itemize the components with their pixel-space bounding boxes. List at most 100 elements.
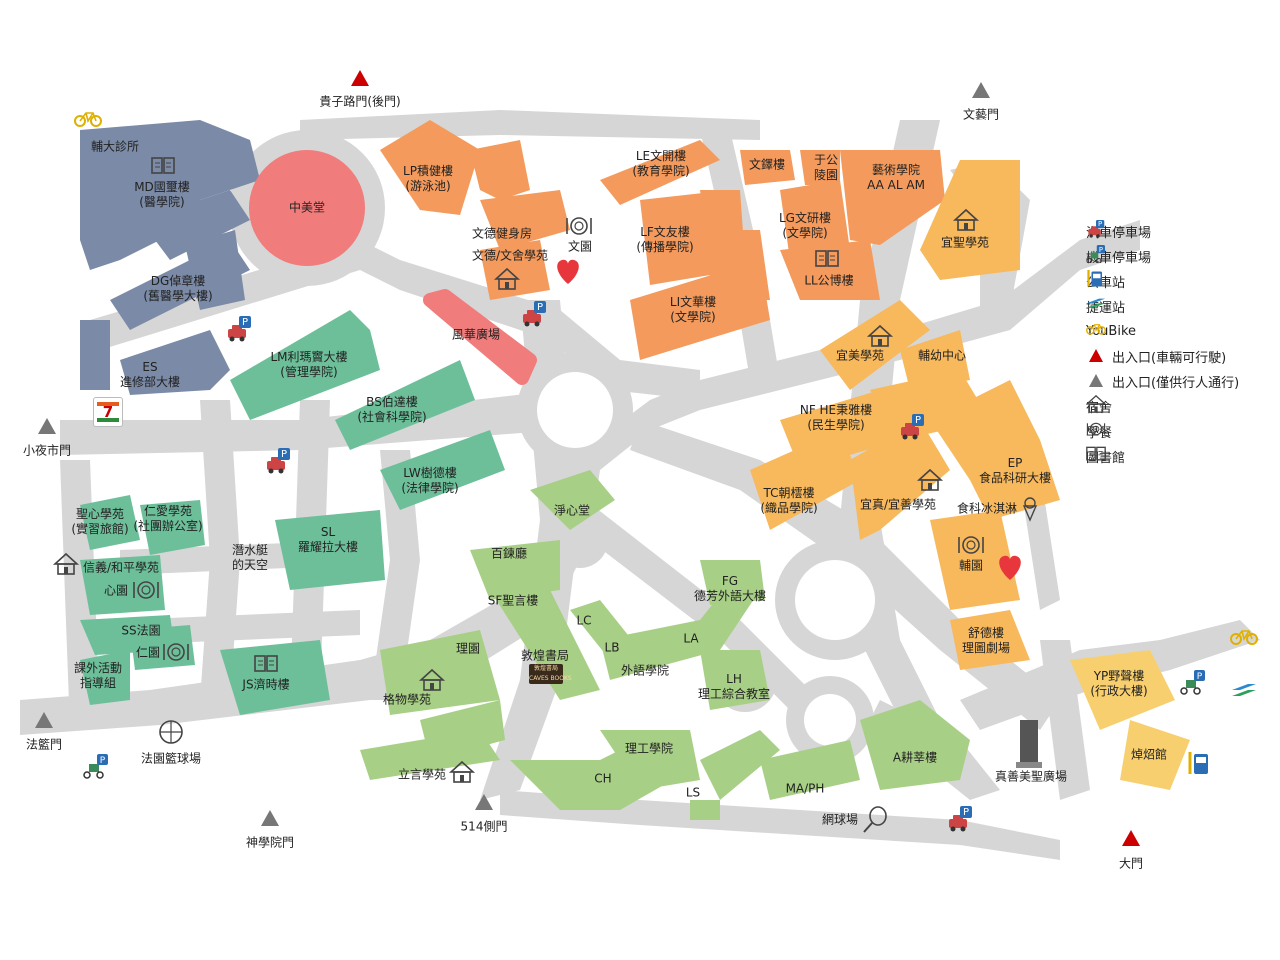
label-dg: DG倬章樓 (舊醫學大樓) (143, 274, 213, 303)
label-nf: NF HE秉雅樓 (民生學院) (799, 403, 873, 432)
label-ch: CH (594, 771, 612, 786)
label-le: LE文開樓 (教育學院) (632, 149, 690, 178)
monument-icon (1020, 720, 1038, 764)
label-liyuan: 理園 (455, 641, 481, 656)
label-icecream: 食科冰淇淋 (956, 501, 1018, 516)
label-tc: TC朝橒樓 (織品學院) (760, 486, 818, 515)
medical-buildings (80, 120, 260, 395)
legend-car-parking: 汽車停車場 (1086, 220, 1151, 242)
label-wenze: 文鐸樓 (748, 157, 786, 172)
label-ls: LS (685, 785, 701, 800)
label-fuyou: 輔幼中心 (917, 348, 967, 363)
gate-514: 514側門 (460, 819, 508, 834)
gate-night-market: 小夜市門 (22, 443, 72, 458)
label-zhongmei: 中美堂 (288, 200, 326, 215)
label-court: 法園籃球場 (140, 751, 202, 766)
ice-cream-icon (1022, 505, 1038, 522)
label-yisheng: 宜聖學苑 (940, 235, 990, 250)
label-yizhen: 宜真/宜善學苑 (859, 497, 937, 512)
living-buildings (750, 160, 1060, 670)
label-lc: LC (576, 613, 592, 628)
label-dunhuang: 敦煌書局 (520, 648, 570, 663)
caves-books-sign: 敦煌書局 CAVES BOOKS (529, 664, 572, 684)
bus-stop-icon (1087, 270, 1104, 288)
gate-seminary: 神學院門 (245, 835, 295, 850)
label-ss: SS法園 (121, 623, 161, 638)
legend-dormitory: 宿舍 (1086, 395, 1112, 417)
label-yp: YP野聲樓 (行政大樓) (1090, 669, 1148, 698)
label-wenyuan: 文園 (567, 239, 593, 254)
label-clinic: 輔大診所 (90, 139, 140, 154)
car-parking-icon (1088, 220, 1105, 238)
admin-buildings (1070, 650, 1190, 790)
label-li: LI文華樓 (文學院) (669, 295, 717, 324)
label-lp: LP積健樓 (游泳池) (403, 164, 453, 193)
label-sf: SF聖言樓 (487, 593, 539, 608)
gate-fajian: 法籃門 (25, 737, 63, 752)
label-fenghua: 風華廣場 (451, 327, 501, 342)
label-jingxin: 淨心堂 (553, 503, 591, 518)
legend-bus-stop: 公車站 (1086, 270, 1125, 292)
gate-arts: 文藝門 (962, 107, 1000, 122)
vehicle-entrance-icon (1086, 347, 1106, 365)
label-qianshui: 潛水艇 的天空 (231, 543, 269, 572)
label-fg: FG 德芳外語大樓 (693, 574, 767, 603)
label-md: MD國璽樓 (醫學院) (134, 180, 190, 209)
label-sl: SL 羅耀拉大樓 (297, 525, 359, 554)
gate-back: 貴子路門(後門) (319, 94, 401, 109)
label-agr: A耕莘樓 (892, 750, 938, 765)
label-lh: LH 理工綜合教室 (697, 672, 771, 701)
legend-cafeteria: 學餐 (1086, 420, 1112, 442)
label-yimei: 宜美學苑 (835, 348, 885, 363)
label-lm: LM利瑪竇大樓 (管理學院) (270, 350, 348, 379)
label-lw: LW樹德樓 (法律學院) (401, 466, 459, 495)
label-tennis: 網球場 (821, 812, 859, 827)
label-fuyuan: 輔園 (958, 558, 984, 573)
label-plaza: 真善美聖廣場 (994, 769, 1068, 784)
arts-buildings (380, 120, 945, 360)
vehicle-entrance-icon (351, 70, 369, 86)
label-renai: 仁愛學苑 (社團辦公室) (133, 504, 203, 533)
tennis-icon (869, 806, 887, 826)
hilife-icon (999, 555, 1021, 580)
label-js: JS濟時樓 (242, 677, 290, 692)
label-ll: LL公博樓 (804, 273, 854, 288)
fenghua-plaza (423, 289, 537, 385)
label-foreign: 外語學院 (620, 663, 670, 678)
scooter-parking-icon (1086, 245, 1106, 263)
label-maph: MA/PH (785, 781, 825, 796)
seven-eleven-logo: 7 (93, 397, 123, 427)
label-activity: 課外活動 指導組 (73, 661, 123, 690)
label-lf: LF文友樓 (傳播學院) (636, 225, 694, 254)
label-arts: 藝術學院 AA AL AM (867, 163, 925, 192)
label-science: 理工學院 (624, 741, 674, 756)
label-zhaoshao: 焯炤館 (1130, 747, 1168, 762)
label-lb: LB (604, 640, 620, 655)
label-xinyi: 信義/和平學苑 (82, 560, 160, 575)
dormitory-icon (1086, 395, 1106, 413)
gate-main: 大門 (1118, 856, 1144, 871)
pedestrian-entrance-icon (1086, 372, 1106, 390)
label-es: ES 進修部大樓 (119, 360, 181, 389)
legend-pedestrian-entrance: 出入口(僅供行人通行) (1086, 370, 1239, 392)
pedestrian-entrance-icon (38, 418, 56, 434)
label-bs: BS伯達樓 (社會科學院) (357, 395, 427, 424)
library-icon (1086, 446, 1106, 461)
label-gewu: 格物學苑 (382, 692, 432, 707)
metro-station-icon (1086, 298, 1106, 308)
legend-scooter-parking: 機車停車場 (1086, 245, 1151, 267)
label-yugong: 于公 陵園 (813, 153, 839, 182)
label-wende-college: 文德/文舍學苑 (471, 248, 549, 263)
legend-library: 圖書館 (1086, 445, 1125, 467)
label-liyan: 立言學苑 (397, 767, 447, 782)
legend-youbike: YouBike (1086, 320, 1136, 342)
pedestrian-entrance-icon (972, 82, 990, 98)
legend-metro: 捷運站 (1086, 295, 1125, 317)
social-buildings (80, 310, 505, 715)
label-renyuan: 仁園 (135, 645, 161, 660)
label-shude: 舒德樓 理圖劇場 (961, 626, 1011, 655)
pedestrian-entrance-icon (261, 810, 279, 826)
pedestrian-entrance-icon (35, 712, 53, 728)
